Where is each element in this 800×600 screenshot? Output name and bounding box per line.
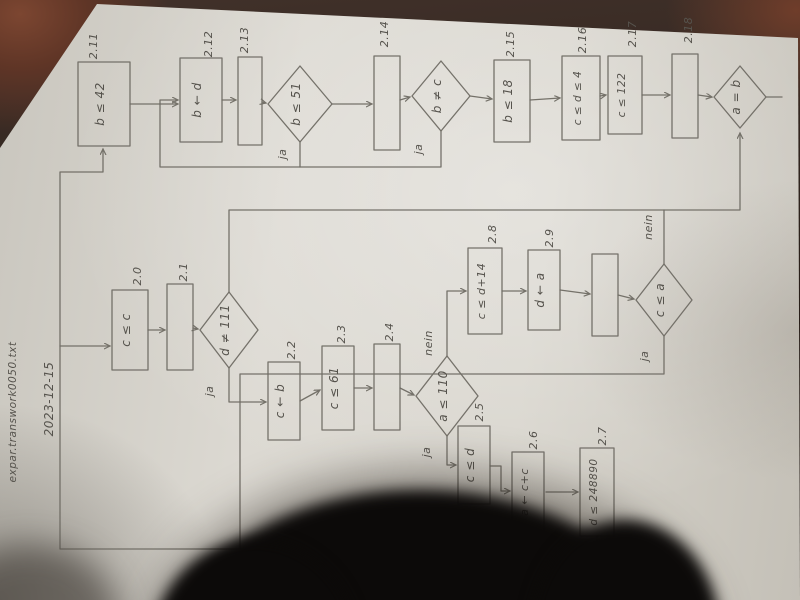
- flow-line: [399, 97, 410, 100]
- flow-line: [469, 96, 492, 99]
- step-number: 2.15: [504, 31, 517, 58]
- decision-a-le-110: [415, 355, 479, 437]
- step-number: 2.17: [626, 21, 639, 48]
- step-number: 2.5: [473, 403, 486, 422]
- node-text: a ≤ 110: [436, 370, 450, 421]
- branch-label-ja: ja: [412, 144, 425, 157]
- decision-b-le-51: [267, 65, 333, 143]
- step-number: 2.16: [576, 27, 589, 54]
- connector-box-2-1: [166, 283, 194, 371]
- connector-box-2-14: [373, 55, 401, 151]
- flow-line: [262, 102, 266, 103]
- process-box-2-11: [77, 61, 131, 147]
- node-text: b ≤ 18: [501, 79, 515, 123]
- flow-line: [228, 367, 266, 402]
- flow-line: [697, 95, 712, 97]
- process-box-2-3: [321, 345, 355, 431]
- step-number: 2.6: [527, 431, 540, 450]
- step-number: 2.11: [87, 33, 100, 60]
- branch-label-ja: ja: [203, 386, 216, 399]
- connector-box-2-4: [373, 343, 401, 431]
- node-text: c ≤ d+14: [475, 263, 488, 319]
- branch-label-ja: ja: [420, 447, 433, 460]
- flow-line: [399, 387, 414, 396]
- node-text: a = b: [729, 79, 743, 114]
- process-box-2-9: [527, 249, 561, 331]
- step-number: 2.4: [383, 323, 396, 342]
- process-box-2-8: [467, 247, 503, 335]
- node-text: b ≠ c: [430, 79, 444, 113]
- flow-line: [617, 294, 634, 299]
- step-number: 2.18: [682, 17, 695, 44]
- connector-box-2-18: [671, 53, 699, 139]
- decision-d-ne-111: [199, 291, 259, 369]
- process-box-2-16: [561, 55, 601, 141]
- node-text: c ≤ 122: [616, 73, 628, 118]
- connector-box-2-10: [591, 253, 619, 337]
- flow-line: [299, 389, 320, 402]
- branch-label-nein: nein: [642, 214, 655, 240]
- step-number: 2.2: [285, 341, 298, 360]
- node-text: d ≠ 111: [218, 304, 232, 356]
- node-text: b ← d: [190, 82, 204, 117]
- flow-line-ja-loop: [159, 100, 442, 168]
- flow-line: [599, 95, 606, 96]
- node-text: c ≤ d ≤ 4: [572, 71, 584, 126]
- step-number: 2.13: [238, 27, 251, 54]
- step-number: 2.12: [202, 31, 215, 58]
- process-box-2-15: [493, 59, 531, 143]
- flow-line: [446, 435, 456, 465]
- step-number: 2.8: [486, 225, 499, 244]
- node-text: d ← a: [533, 272, 547, 307]
- node-text: b ≤ 51: [289, 82, 303, 126]
- flow-line: [529, 98, 560, 100]
- step-number: 2.1: [177, 263, 190, 282]
- connector-box-2-13: [237, 56, 263, 146]
- node-text: b ≤ 42: [93, 82, 107, 126]
- flow-line: [489, 465, 510, 491]
- process-box-2-12: [179, 57, 223, 143]
- process-box-2-17: [607, 55, 643, 135]
- node-text: c ≤ a: [653, 283, 667, 317]
- process-box-2-2: [267, 361, 301, 441]
- step-number: 2.9: [543, 229, 556, 248]
- branch-label-ja: ja: [638, 351, 651, 364]
- flow-line: [193, 328, 198, 329]
- branch-label-ja: ja: [276, 149, 289, 162]
- node-text: c ← b: [273, 384, 287, 418]
- step-number: 2.0: [131, 267, 144, 286]
- node-text: c ≤ 61: [327, 367, 341, 410]
- node-text: d ≤ 248890: [588, 458, 600, 525]
- step-number: 2.14: [378, 21, 391, 48]
- branch-label-nein: nein: [422, 330, 435, 356]
- node-text: c ≤ d: [463, 448, 477, 482]
- flow-line: [446, 291, 466, 357]
- step-number: 2.3: [335, 325, 348, 344]
- decision-c-le-a: [635, 263, 693, 337]
- process-box-2-0: [111, 289, 149, 371]
- node-text: c ≤ c: [119, 313, 133, 346]
- decision-b-ne-c: [411, 60, 471, 132]
- header-date: 2023-12-15: [42, 362, 56, 437]
- flow-line-ja-return: [239, 335, 665, 550]
- step-number: 2.7: [596, 427, 609, 446]
- flow-line-nein-long: [228, 133, 740, 293]
- decision-a-eq-b: [713, 65, 767, 129]
- header-filename: expar.transwork0050.txt: [7, 341, 19, 482]
- flow-line: [559, 289, 590, 294]
